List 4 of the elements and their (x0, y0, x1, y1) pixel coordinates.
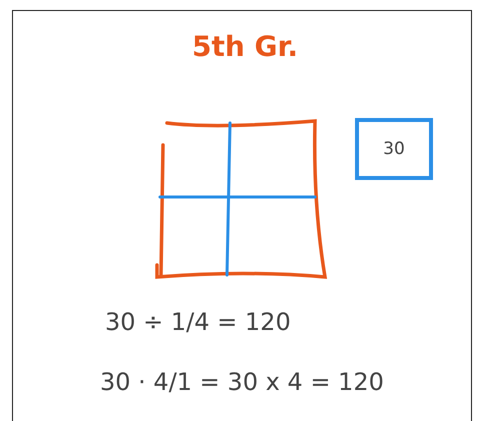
equation: 30 ÷ 1/4 = 120 (105, 308, 291, 336)
number-box: 30 (355, 118, 433, 180)
heading: 5th Gr. (191, 30, 299, 63)
equation: 30 · 4/1 = 30 x 4 = 120 (100, 368, 384, 396)
